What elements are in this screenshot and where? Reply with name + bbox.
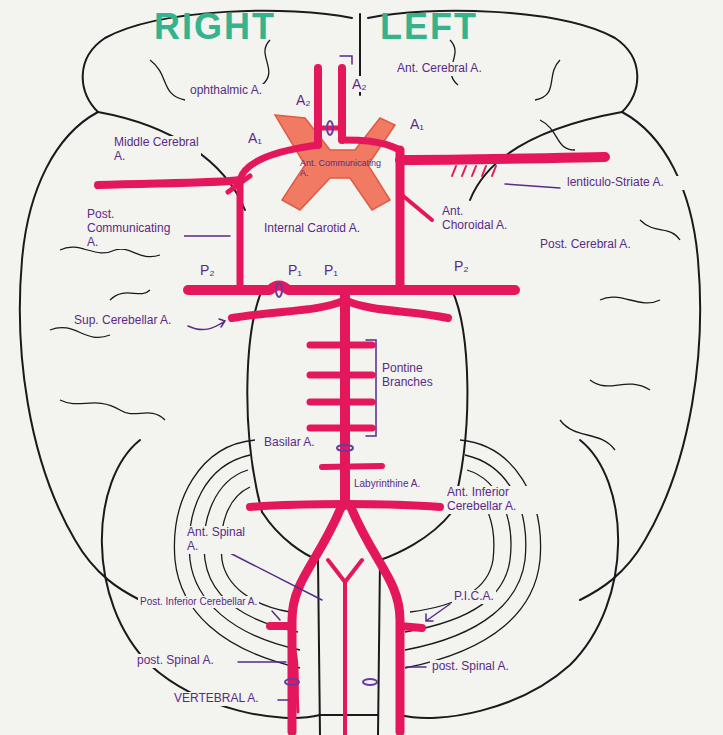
arteries: [318, 126, 342, 131]
leader-lines: [505, 184, 560, 188]
leader-lines: [188, 319, 225, 330]
arteries: [292, 505, 342, 732]
arteries: [350, 505, 400, 732]
clip-marks: [285, 679, 299, 685]
segment-label: P₂: [198, 262, 217, 278]
brain-outline: [262, 512, 318, 560]
artery-label: post. Spinal A.: [430, 660, 511, 674]
brain-outline: [20, 11, 352, 600]
cortex-sulci: [560, 420, 615, 450]
artery-label: Sup. Cerebellar A.: [72, 314, 173, 328]
cortex-sulci: [600, 297, 660, 303]
brain-outline: [247, 290, 262, 512]
clip-marks: [363, 679, 377, 685]
arteries: [328, 560, 362, 735]
brain-outline: [320, 714, 378, 716]
arteries: [400, 157, 605, 160]
cerebellum-folia: [174, 440, 300, 668]
leader-lines: [366, 340, 376, 436]
leader-lines: [183, 235, 230, 237]
clip-marks: [327, 121, 333, 135]
arteries: [250, 504, 440, 507]
optic-chiasm: [275, 115, 395, 210]
arteries: [292, 640, 402, 712]
artery-label: P.I.C.A.: [452, 590, 496, 604]
arteries: [232, 300, 448, 318]
arteries: [322, 466, 382, 467]
arteries: [98, 68, 605, 735]
brain-outline: [98, 112, 245, 210]
cortex-sulci: [590, 380, 650, 390]
cerebellum-folia: [405, 455, 526, 650]
cortex-sulci: [150, 60, 185, 100]
arteries: [396, 150, 405, 290]
segment-label: A₂: [294, 92, 313, 108]
cortex-sulci: [60, 400, 165, 420]
side-heading: RIGHT: [152, 6, 278, 47]
artery-label: Post. Cerebral A.: [538, 238, 637, 252]
cortex-sulci: [110, 290, 150, 300]
segment-label: A₂: [350, 76, 369, 92]
brain-outline: [368, 11, 700, 600]
arteries: [452, 166, 496, 176]
brain-outline: [318, 560, 320, 735]
cortex-sulci: [50, 328, 110, 338]
clip-marks: [276, 283, 282, 297]
artery-label: Pontine Branches: [380, 362, 446, 390]
brain-outline: [20, 11, 700, 735]
artery-label: ophthalmic A.: [188, 84, 268, 98]
artery-label: post. Spinal A.: [135, 654, 216, 668]
clip-marks: [337, 445, 353, 451]
artery-label: Basilar A.: [262, 436, 317, 450]
arteries: [318, 68, 342, 145]
cerebellum-folia: [174, 440, 540, 668]
clip-marks: [276, 121, 377, 685]
cortex-sulci: [50, 40, 680, 450]
segment-label: A₁: [408, 116, 426, 132]
artery-label: Ant. Communicating A.: [298, 158, 392, 179]
brain-outline: [378, 560, 380, 735]
artery-label: lenticulo-Striate A.: [565, 176, 719, 190]
leader-lines: [278, 699, 288, 701]
brain-outline: [452, 290, 467, 512]
arteries: [237, 182, 244, 290]
arteries: [340, 290, 350, 505]
artery-label: Ant. Inferior Cerebellar A.: [445, 486, 549, 514]
arteries: [342, 140, 400, 150]
cortex-sulci: [640, 220, 680, 240]
artery-label: Post. Inferior Cerebellar A.: [138, 596, 259, 608]
leader-lines: [426, 604, 450, 621]
artery-label: Labyrinthine A.: [352, 478, 422, 490]
arteries: [98, 180, 240, 185]
brain-outline: [400, 440, 618, 718]
leader-lines: [238, 661, 286, 663]
arteries: [310, 345, 372, 428]
arteries: [402, 195, 432, 220]
leader-lines: [406, 666, 426, 668]
artery-label: Post. Communicating A.: [85, 208, 184, 249]
leader-lines: [340, 56, 352, 64]
segment-label: P₂: [452, 258, 471, 274]
cortex-sulci: [540, 120, 575, 150]
artery-label: Middle Cerebral A.: [112, 136, 201, 164]
artery-label: Ant. Choroidal A.: [440, 205, 516, 233]
side-heading: LEFT: [378, 6, 480, 47]
segment-label: P₁: [286, 262, 304, 278]
artery-label: Internal Carotid A.: [262, 222, 391, 236]
segment-label: A₁: [246, 130, 264, 146]
artery-label: Ant. Spinal A.: [185, 526, 255, 554]
cerebellum-folia: [405, 440, 541, 668]
segment-label: P₁: [322, 262, 340, 278]
cortex-sulci: [535, 60, 560, 100]
leader-lines: [228, 552, 322, 600]
arteries: [228, 176, 250, 192]
brain-outline: [102, 440, 320, 718]
artery-label: Ant. Cerebral A.: [395, 62, 484, 76]
artery-label: VERTEBRAL A.: [172, 692, 261, 706]
brain-outline: [380, 512, 452, 560]
leader-lines: [272, 611, 280, 620]
